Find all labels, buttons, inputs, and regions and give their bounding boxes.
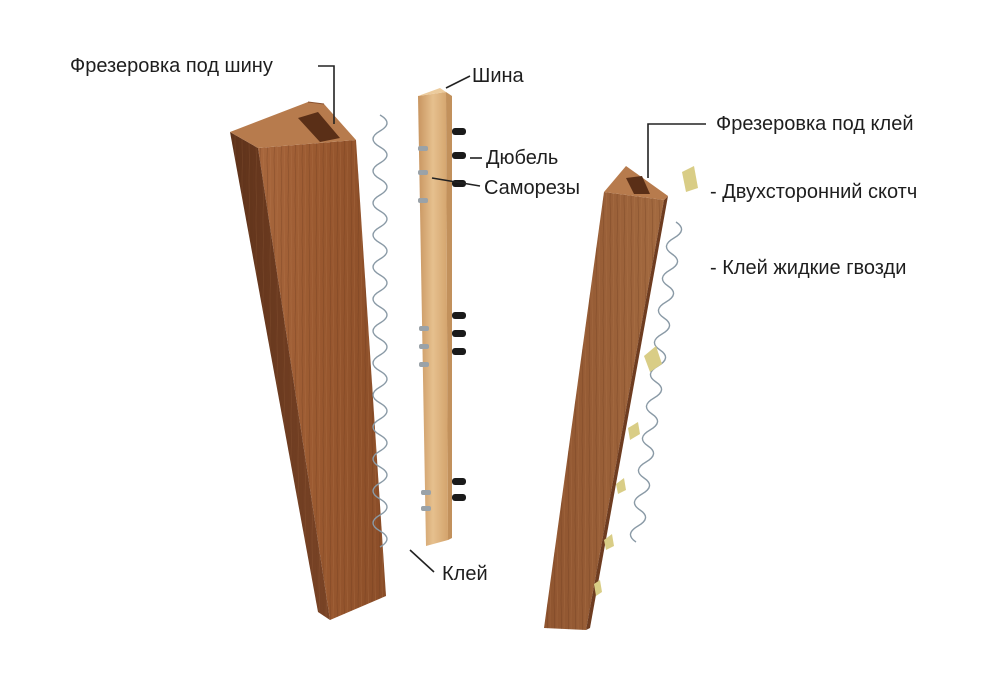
rail-side-face: [446, 92, 452, 540]
label-screws: Саморезы: [484, 177, 581, 199]
dowel-group-top: [452, 128, 466, 187]
leader-lines: [318, 65, 706, 573]
label-rail: Шина: [472, 65, 524, 87]
right-post-side-face: [586, 196, 668, 630]
leader-rail: [445, 75, 471, 89]
rail-top-face: [418, 88, 452, 96]
glue-wave-left: [372, 114, 388, 548]
tape-pieces: [594, 166, 698, 596]
right-post: [544, 166, 668, 630]
label-tape: - Двухсторонний скотч: [710, 181, 918, 203]
screw-group-top: [418, 146, 428, 203]
leader-glue: [409, 549, 435, 573]
left-post-top-face: [230, 102, 356, 148]
rail-front-face: [418, 92, 448, 546]
rail-bar: [418, 88, 466, 546]
leader-milling-glue: [647, 123, 706, 178]
leader-milling-rail: [318, 65, 335, 124]
label-liquid-nails: - Клей жидкие гвозди: [710, 257, 907, 279]
leader-screws: [431, 177, 481, 187]
left-post: [230, 101, 386, 620]
screw-group-middle: [419, 326, 429, 367]
screw-group-bottom: [421, 490, 431, 511]
glue-groove: [626, 176, 650, 194]
glue-wave-right: [629, 221, 683, 543]
rail-groove: [298, 112, 340, 142]
label-glue: Клей: [442, 563, 488, 585]
label-milling-rail: Фрезеровка под шину: [70, 55, 273, 77]
dowel-group-middle: [452, 312, 466, 355]
label-dowel: Дюбель: [486, 147, 559, 169]
dowel-group-bottom: [452, 478, 466, 501]
label-milling-glue: Фрезеровка под клей: [716, 113, 914, 135]
